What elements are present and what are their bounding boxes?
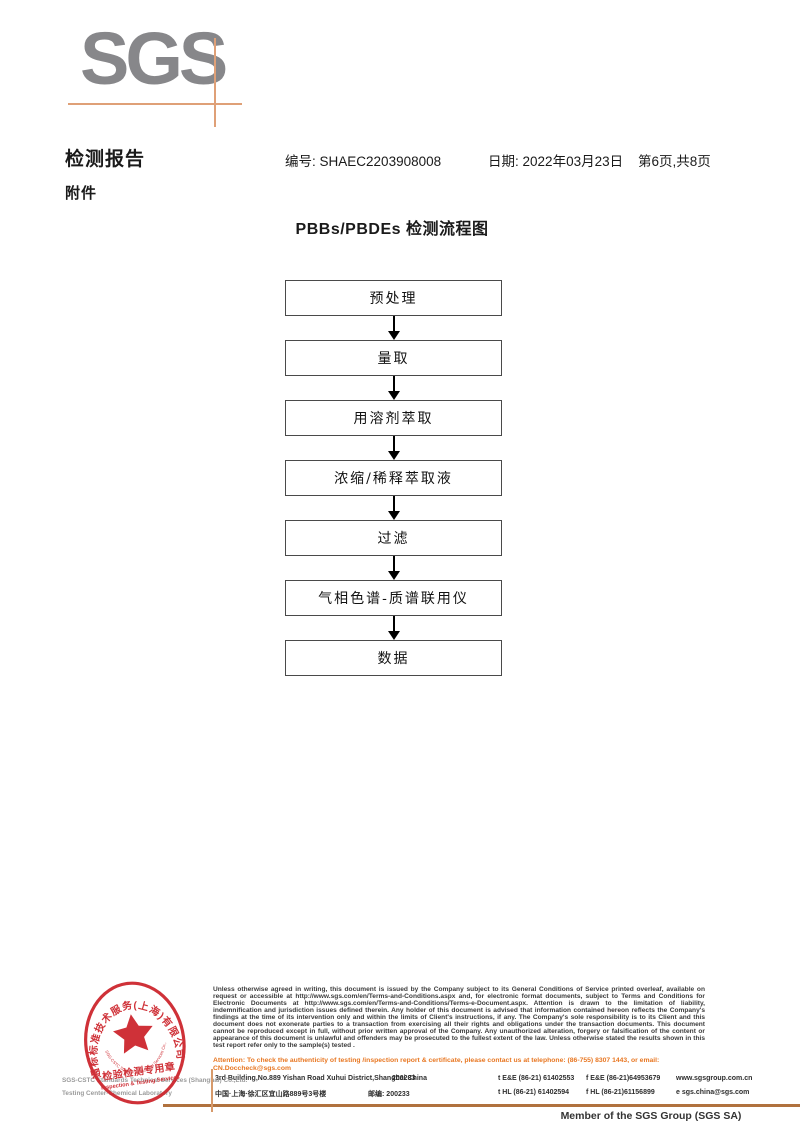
arrow-head-icon	[387, 331, 400, 340]
flow-step-label: 浓缩/稀释萃取液	[334, 471, 453, 487]
postcode-label: 邮编:	[368, 1091, 385, 1098]
flow-arrow-down	[387, 556, 400, 580]
arrow-stem	[392, 556, 395, 571]
flowchart-title: PBBs/PBDEs 检测流程图	[295, 221, 489, 238]
arrow-stem	[392, 616, 395, 631]
postcode-label-chinese: 邮编: 200233	[368, 1089, 410, 1099]
phone-ee: t E&E (86-21) 61402553	[498, 1075, 575, 1082]
company-website: www.sgsgroup.com.cn	[676, 1075, 753, 1082]
company-name-background-line1: SGS-CSTC Standards Technical Services (S…	[62, 1077, 248, 1084]
report-date-value: 2022年03月23日	[522, 154, 624, 169]
arrow-stem	[392, 376, 395, 391]
flow-step-measure: 量取	[285, 340, 502, 376]
flow-arrow-down	[387, 496, 400, 520]
flow-arrow-down	[387, 436, 400, 460]
attachment-label: 附件	[65, 185, 98, 202]
arrow-stem	[392, 436, 395, 451]
arrow-head-icon	[387, 571, 400, 580]
report-number: 编号: SHAEC2203908008	[285, 150, 441, 170]
flow-step-solvent-extraction: 用溶剂萃取	[285, 400, 502, 436]
attention-notice-text: Attention: To check the authenticity of …	[213, 1057, 660, 1072]
report-date-label: 日期:	[488, 154, 519, 169]
fax-ee: f E&E (86-21)64953679	[586, 1075, 661, 1082]
address-english-postcode: 200233	[392, 1075, 416, 1082]
arrow-head-icon	[387, 631, 400, 640]
flow-step-concentrate-dilute: 浓缩/稀释萃取液	[285, 460, 502, 496]
stamp-seal-icon: 通标标准技术服务(上海)有限公司 SGS-CSTC Standards Tech…	[70, 970, 188, 1105]
sgs-group-member-text: Member of the SGS Group (SGS SA)	[560, 1110, 742, 1122]
arrow-head-icon	[387, 451, 400, 460]
phone-hl: t HL (86-21) 61402594	[498, 1089, 570, 1096]
page-indicator: 第6页,共8页	[638, 154, 711, 169]
flow-step-data: 数据	[285, 640, 502, 676]
legal-disclaimer-text: Unless otherwise agreed in writing, this…	[213, 986, 705, 1049]
flow-arrow-down	[387, 316, 400, 340]
star-icon	[113, 1014, 153, 1054]
flow-step-label: 数据	[377, 651, 410, 667]
address-chinese: 中国·上海·徐汇区宜山路889号3号楼	[215, 1091, 327, 1098]
logo-horizontal-accent-line	[68, 103, 242, 105]
arrow-head-icon	[387, 391, 400, 400]
inspection-stamp: 通标标准技术服务(上海)有限公司 SGS-CSTC Standards Tech…	[70, 970, 198, 1117]
report-title: 检测报告	[65, 149, 146, 170]
sgs-logo: SGS	[80, 17, 228, 100]
address-vertical-accent-line	[211, 1069, 213, 1112]
footer-horizontal-line	[163, 1104, 800, 1107]
flow-step-label: 过滤	[377, 531, 410, 547]
flow-step-label: 预处理	[369, 291, 418, 307]
flow-step-gcms: 气相色谱-质谱联用仪	[285, 580, 502, 616]
flow-arrow-down	[387, 376, 400, 400]
flow-step-label: 量取	[377, 351, 410, 367]
fax-hl: f HL (86-21)61156899	[586, 1089, 655, 1096]
flow-arrow-down	[387, 616, 400, 640]
flow-step-label: 用溶剂萃取	[353, 411, 434, 427]
postcode-value: 200233	[386, 1091, 410, 1098]
report-date: 日期: 2022年03月23日	[488, 150, 623, 170]
flow-step-filter: 过滤	[285, 520, 502, 556]
company-name-background-line2: Testing Center-Chemical Laboratory	[62, 1090, 172, 1097]
arrow-stem	[392, 316, 395, 331]
arrow-stem	[392, 496, 395, 511]
report-number-value: SHAEC2203908008	[319, 154, 442, 169]
flow-step-pretreatment: 预处理	[285, 280, 502, 316]
address-english: 3rd Building,No.889 Yishan Road Xuhui Di…	[215, 1075, 427, 1082]
company-email: e sgs.china@sgs.com	[676, 1089, 750, 1096]
logo-vertical-accent-line	[214, 38, 216, 127]
report-number-label: 编号:	[285, 154, 316, 169]
arrow-head-icon	[387, 511, 400, 520]
flow-step-label: 气相色谱-质谱联用仪	[318, 591, 469, 607]
